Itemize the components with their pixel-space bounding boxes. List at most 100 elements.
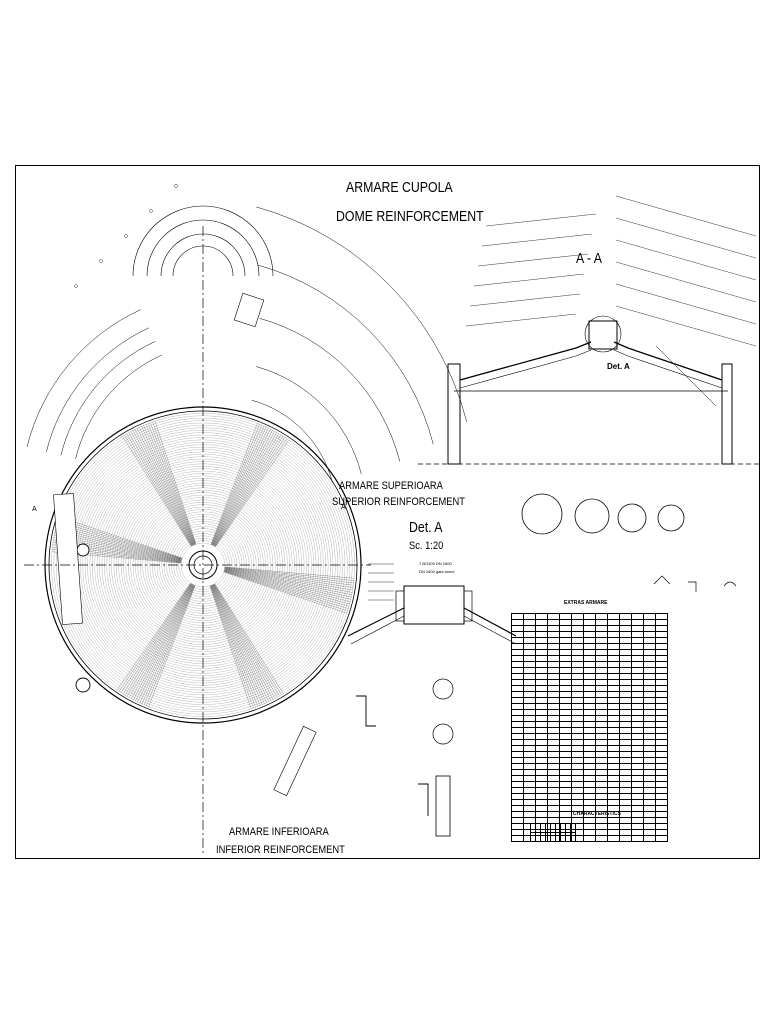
radial-bar xyxy=(224,568,353,591)
radial-bar xyxy=(213,430,275,546)
radial-bar xyxy=(211,425,265,545)
radial-bar xyxy=(223,571,348,612)
radial-bar xyxy=(224,568,354,588)
callout-arc xyxy=(259,318,401,462)
wall-left xyxy=(447,363,461,465)
table-cell xyxy=(570,823,576,833)
radial-bar xyxy=(214,583,282,696)
vent-opening xyxy=(76,543,90,557)
radial-bar xyxy=(214,437,286,547)
table-cell xyxy=(619,835,632,842)
radial-bar xyxy=(118,583,191,692)
wall-right xyxy=(721,363,733,465)
table-row xyxy=(511,619,668,626)
callout-arc xyxy=(256,366,362,474)
table-cell xyxy=(631,835,644,842)
radial-bar xyxy=(131,584,193,700)
radial-bar xyxy=(57,521,182,559)
hoop-bar-shape xyxy=(574,498,610,534)
detail-slab-right-inner xyxy=(463,615,517,645)
bar-mark xyxy=(99,259,103,263)
radial-bar xyxy=(58,518,183,559)
vent-opening xyxy=(75,677,91,693)
callout-arc xyxy=(132,205,274,277)
hook-shape xyxy=(653,575,671,585)
table-row xyxy=(511,709,668,716)
bar-callout-arcs xyxy=(26,184,467,483)
hoop-bar-shape xyxy=(432,723,454,745)
radial-bar xyxy=(141,585,195,705)
dome-slope-right xyxy=(613,341,723,381)
radial-bar xyxy=(224,569,352,600)
radial-bar xyxy=(224,567,355,581)
radial-bar xyxy=(150,422,196,545)
radial-bar xyxy=(141,425,195,545)
radial-bar xyxy=(210,585,256,708)
bar-mark xyxy=(124,234,128,238)
table-cell xyxy=(595,835,608,842)
radial-bar xyxy=(139,584,194,704)
table-row xyxy=(511,631,668,638)
callout-arc xyxy=(172,245,234,277)
radial-bar xyxy=(126,433,193,547)
radial-bar xyxy=(146,585,195,707)
table-row xyxy=(511,637,668,644)
radial-bar xyxy=(213,584,276,699)
bar-mark xyxy=(74,284,78,288)
drawing-sheet: ARMARE CUPOLA DOME REINFORCEMENT A - A A… xyxy=(15,165,761,859)
section-a-a xyxy=(418,195,761,465)
detail-a xyxy=(347,563,517,645)
radial-bar xyxy=(214,434,282,547)
title-ro: ARMARE CUPOLA xyxy=(346,179,453,196)
callout-arc xyxy=(257,264,434,445)
table-row xyxy=(511,691,668,698)
inferior-title-en: INFERIOR REINFORCEMENT xyxy=(216,844,345,856)
radial-bar xyxy=(211,424,263,545)
bar-shape-sketches xyxy=(356,493,737,837)
radial-bar xyxy=(154,420,197,545)
radial-bar xyxy=(210,585,259,707)
crown-ring xyxy=(588,320,618,350)
radial-bar xyxy=(213,583,280,697)
table-cell xyxy=(643,835,656,842)
dome-slope-right-inner xyxy=(613,349,723,389)
radial-bar xyxy=(214,435,284,547)
callout-arc xyxy=(46,327,150,452)
dome-slope-left-inner xyxy=(459,349,592,389)
radial-bar xyxy=(224,570,350,605)
table-cell xyxy=(583,835,596,842)
table-cell xyxy=(655,835,668,842)
radial-bar xyxy=(147,423,196,545)
leader-line xyxy=(615,217,757,259)
bent-bar-shape xyxy=(418,783,429,816)
radial-bar xyxy=(56,523,182,560)
table-row xyxy=(511,613,668,620)
radial-bar xyxy=(145,424,195,545)
radial-bar xyxy=(215,438,288,547)
table-row xyxy=(511,727,668,734)
radial-bar xyxy=(56,525,182,560)
leader-line xyxy=(469,293,581,307)
dome-slope-left xyxy=(459,341,592,381)
table-row xyxy=(530,832,576,842)
radial-bar xyxy=(122,436,192,547)
table-row xyxy=(511,721,668,728)
radial-bar xyxy=(120,583,192,693)
leader-line xyxy=(473,273,585,287)
table-cell xyxy=(570,832,576,842)
hook-shape xyxy=(723,581,737,587)
radial-bar xyxy=(224,567,354,586)
radial-bar xyxy=(224,570,350,607)
radial-bar xyxy=(211,585,263,705)
hoop-bar-shape xyxy=(432,678,454,700)
detail-scale: Sc. 1:20 xyxy=(409,540,444,552)
radial-bar xyxy=(148,585,196,707)
ring-bar-shape xyxy=(435,775,451,837)
radial-bar xyxy=(152,421,196,545)
radial-bar xyxy=(124,434,192,547)
bar-mark xyxy=(174,184,178,188)
leader-line xyxy=(615,283,757,325)
detail-title: Det. A xyxy=(409,519,443,536)
radial-bar xyxy=(139,426,194,546)
table-title: EXTRAS ARMARE xyxy=(564,600,608,606)
